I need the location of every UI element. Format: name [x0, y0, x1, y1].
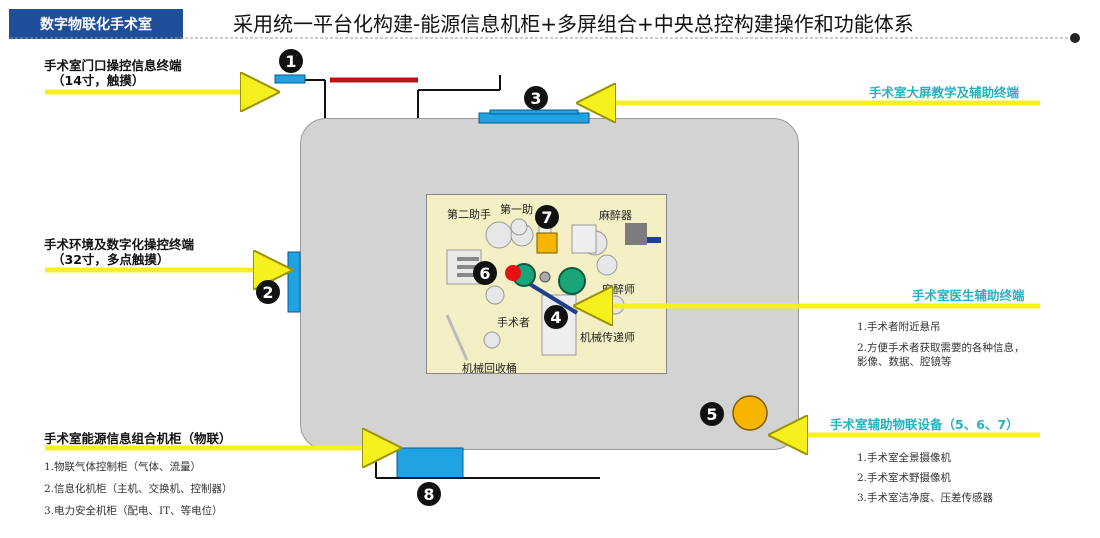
note-iot-1: 1.手术室全景摄像机	[857, 452, 952, 464]
marker-5: 5	[700, 402, 724, 426]
marker-4: 4	[544, 305, 568, 329]
iot-sensor-5	[732, 395, 768, 431]
marker-3: 3	[524, 86, 548, 110]
note-cabinet-3: 3.电力安全机柜（配电、IT、等电位）	[44, 505, 223, 517]
divider-end-dot	[1070, 33, 1080, 43]
label-cabinet: 手术室能源信息组合机柜（物联）	[44, 431, 232, 446]
label-doctor-terminal: 手术室医生辅助终端	[912, 288, 1025, 303]
label-env-terminal-spec: （32寸，多点触摸）	[52, 252, 170, 267]
label-door-terminal: 手术室门口操控信息终端	[44, 58, 182, 73]
header-badge: 数字物联化手术室	[9, 9, 183, 39]
floorplan-label-second-assistant: 第二助手	[447, 207, 491, 221]
floorplan-label-first-assistant: 第一助	[500, 202, 533, 216]
label-door-terminal-spec: （14寸，触摸）	[52, 73, 145, 88]
screen-1	[274, 74, 306, 84]
page-title: 采用统一平台化构建-能源信息机柜+多屏组合+中央总控构建操作和功能体系	[233, 12, 914, 36]
marker-6: 6	[473, 261, 497, 285]
screen-2	[287, 251, 301, 313]
cabinet-8	[396, 447, 464, 479]
note-cabinet-1: 1.物联气体控制柜（气体、流量）	[44, 461, 202, 473]
marker-8: 8	[417, 482, 441, 506]
marker-1: 1	[279, 49, 303, 73]
floorplan-label-recovery: 机械回收桶	[462, 361, 517, 373]
note-iot-3: 3.手术室洁净度、压差传感器	[857, 492, 994, 504]
note-cabinet-2: 2.信息化机柜（主机、交换机、控制器）	[44, 483, 233, 495]
label-env-terminal: 手术环境及数字化操控终端	[44, 237, 195, 252]
label-iot-devices: 手术室辅助物联设备（5、6、7）	[830, 417, 1019, 432]
label-teaching-terminal: 手术室大屏教学及辅助终端	[869, 85, 1020, 100]
marker-2: 2	[256, 280, 280, 304]
floorplan-label-surgeon: 手术者	[497, 315, 530, 329]
floorplan-label-anesthesia-device: 麻醉器	[599, 208, 632, 222]
note-doctor-3: 影像、数据、腔镜等	[857, 356, 952, 368]
note-doctor-1: 1.手术者附近悬吊	[857, 321, 941, 333]
note-doctor-2: 2.方便手术者获取需要的各种信息，	[857, 342, 1025, 354]
marker-7: 7	[535, 205, 559, 229]
note-iot-2: 2.手术室术野摄像机	[857, 472, 952, 484]
floorplan-label-instrument-nurse: 机械传递师	[580, 330, 635, 344]
